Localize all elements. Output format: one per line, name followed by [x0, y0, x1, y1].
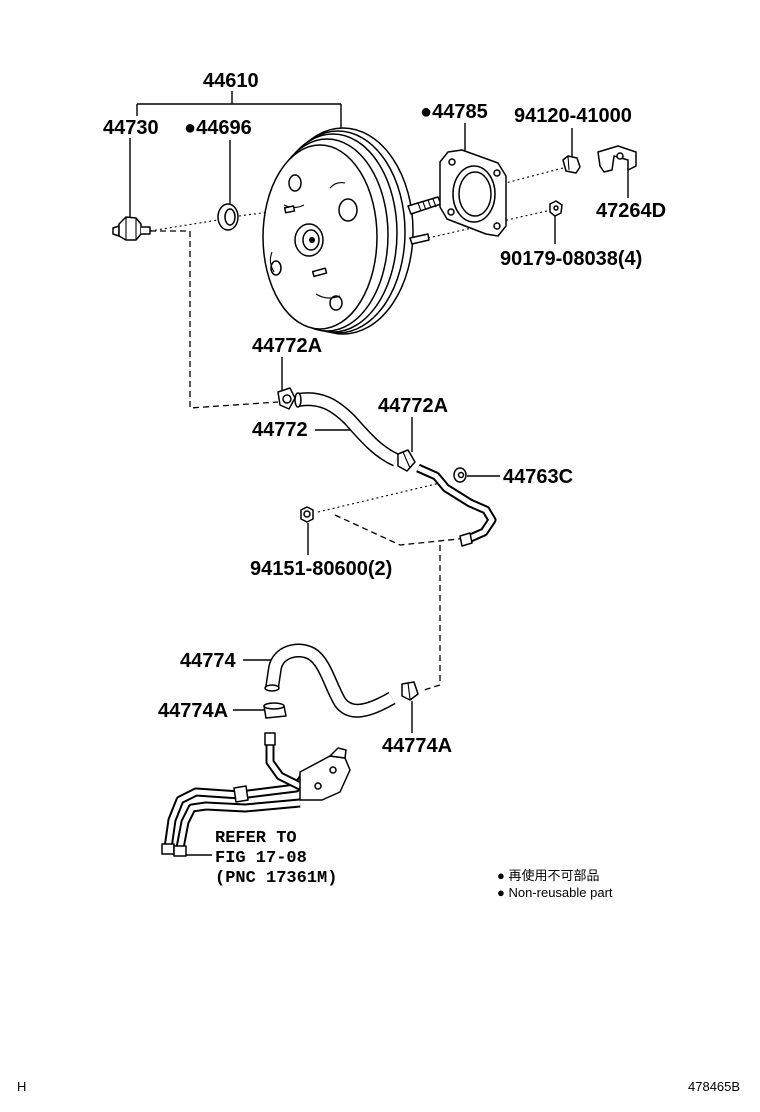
callout-44772A-upper: 44772A [252, 335, 322, 357]
clamp-body [401, 681, 419, 701]
booster-hub-center [309, 237, 315, 243]
callouts: 44610 44730 ●44696 ●44785 94120-41000 47… [103, 70, 666, 757]
clamp-middle [397, 449, 416, 472]
hose-upper-end [294, 392, 302, 408]
leader-44610-bracket [136, 91, 342, 130]
check-valve-nozzle [112, 225, 120, 237]
clamp-lower-left [263, 702, 287, 719]
callout-44696: ●44696 [184, 117, 252, 139]
check-valve-body [118, 216, 142, 241]
booster-plate [439, 149, 507, 237]
callout-44763C: 44763C [503, 466, 573, 488]
callout-44785: ●44785 [420, 101, 488, 123]
pipe-assembly-lower [161, 732, 351, 857]
booster-hole [329, 295, 343, 311]
callout-94120-41000: 94120-41000 [514, 105, 632, 127]
hose-upper [294, 392, 400, 467]
pipe-lower-bracket-hole [329, 766, 337, 774]
plate-hole [493, 222, 501, 230]
callout-44774A-right: 44774A [382, 735, 452, 757]
callout-44730: 44730 [103, 117, 159, 139]
bracket-hole [616, 152, 624, 160]
assembly-line-valve-hose [150, 230, 279, 409]
pipe-upper [416, 463, 497, 547]
booster-hole [288, 174, 302, 192]
assembly-line-pipe-hose [423, 545, 441, 691]
booster [262, 127, 442, 335]
clamp-ring [282, 394, 292, 404]
pipe-lower-riser-fill [267, 742, 302, 789]
pipe-lower-end [173, 845, 187, 857]
bracket-body [597, 145, 637, 173]
grommet [217, 203, 239, 231]
hose-lower-fill [266, 645, 395, 717]
pipe-lower-b-fill [177, 800, 301, 849]
legend-item-japanese: ● 再使用不可部品 [497, 868, 599, 883]
plate-hole [493, 169, 501, 177]
clamp-edge [407, 682, 411, 700]
plate-hole [447, 208, 455, 216]
booster-hole [338, 198, 358, 222]
hose-upper-fill [297, 393, 399, 466]
assembly-line-nut-pipe-lower [334, 514, 469, 546]
callout-44610: 44610 [203, 70, 259, 92]
pipe-lower-union [233, 785, 249, 803]
reference-line-1: REFER TO [215, 829, 297, 848]
plate-hole [448, 158, 456, 166]
washer-nut-hole [553, 205, 559, 211]
clamp-lower-right [401, 681, 419, 701]
pipe-upper-fill [416, 465, 495, 543]
check-valve-edge [125, 217, 137, 240]
check-valve-stub [141, 226, 151, 235]
figure-number: 478465B [688, 1079, 740, 1094]
nut-upper [562, 155, 581, 174]
callout-44772: 44772 [252, 419, 308, 441]
legend-item-english: ● Non-reusable part [497, 885, 613, 900]
clamp-edge [402, 451, 411, 469]
booster-stud [409, 233, 430, 245]
leader-lines [129, 91, 629, 856]
hose-lower [264, 643, 396, 718]
pipe-lower-bracket-hole [314, 782, 322, 790]
pipe-upper-nipple [459, 532, 473, 547]
plate-center-hole [458, 171, 492, 217]
callout-44774: 44774 [180, 650, 236, 672]
check-valve [112, 216, 151, 241]
clamp-upper [277, 387, 296, 410]
reference-line-3: (PNC 17361M) [215, 869, 337, 888]
nut-lower [300, 506, 314, 523]
legend: ● 再使用不可部品 ● Non-reusable part [497, 868, 613, 900]
callout-44772A-right: 44772A [378, 395, 448, 417]
callout-94151-80600: 94151-80600(2) [250, 558, 392, 580]
footer-code: H [17, 1079, 26, 1094]
pipe-lower-bracket [299, 755, 351, 801]
grommet-inner [224, 208, 236, 226]
nut-body [562, 155, 581, 174]
booster-stud-front [283, 205, 296, 214]
pipe-lower-end [161, 843, 175, 855]
callout-44774A-left: 44774A [158, 700, 228, 722]
nut-hole [303, 510, 311, 518]
assembly-line-stud-washer [427, 209, 552, 239]
washer-nut [549, 200, 563, 217]
booster-stud-front [311, 267, 328, 278]
clamp-ring [263, 702, 285, 710]
pipe-lower-bracket-tab [329, 747, 347, 759]
callout-47264D: 47264D [596, 200, 666, 222]
hose-lower-end [264, 684, 280, 692]
reference-note: REFER TO FIG 17-08 (PNC 17361M) [215, 829, 337, 888]
footer: H 478465B [17, 1079, 740, 1094]
booster-rod-thread [417, 198, 437, 212]
pipe-upper-union-hole [457, 471, 465, 479]
callout-90179-08038: 90179-08038(4) [500, 248, 642, 270]
bracket [597, 145, 637, 173]
assembly-line-nut-pipe [317, 482, 441, 513]
nut-edge [567, 155, 570, 171]
pipe-lower-nipple [264, 732, 276, 746]
reference-line-2: FIG 17-08 [215, 849, 307, 868]
